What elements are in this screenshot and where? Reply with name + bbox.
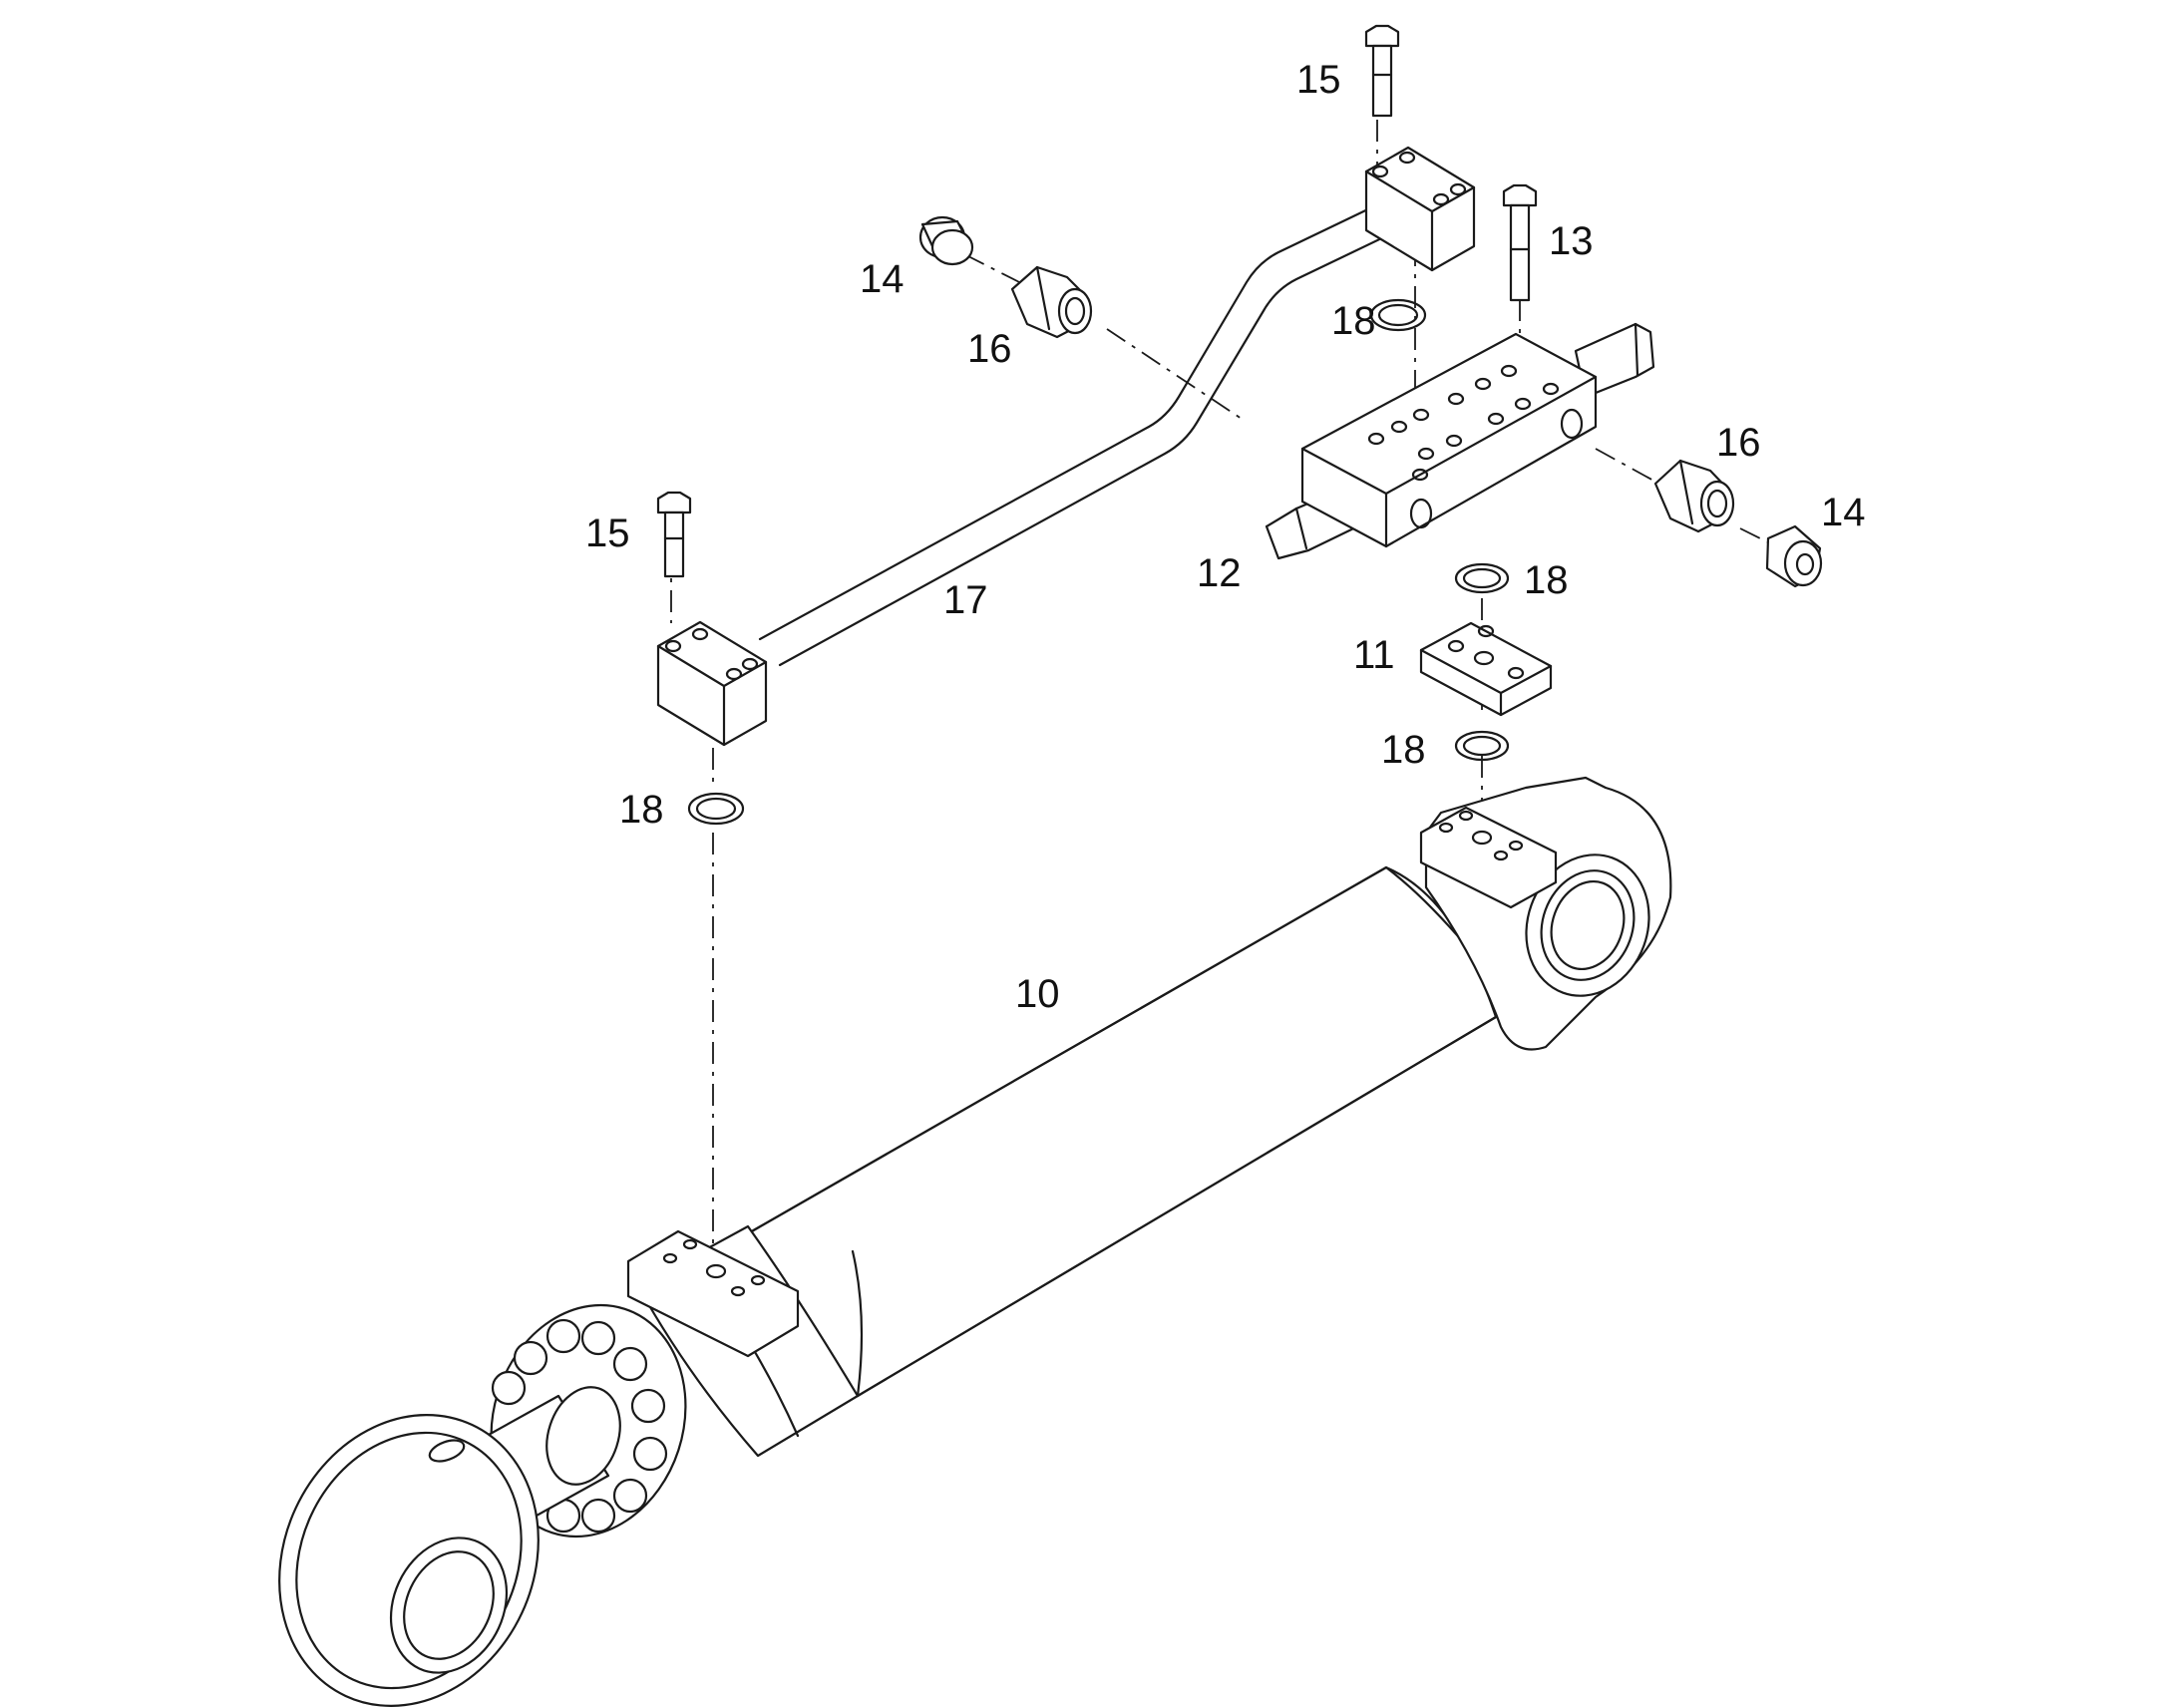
callout-15-upper: 15 xyxy=(1296,58,1341,102)
bolt-long xyxy=(1502,183,1538,302)
upper-flange-block xyxy=(1364,146,1476,272)
valve-block xyxy=(1265,322,1655,560)
bolt-lower xyxy=(656,491,692,578)
o-ring-lower xyxy=(687,792,745,826)
callout-16-left: 16 xyxy=(967,327,1012,371)
callout-13: 13 xyxy=(1549,219,1594,263)
o-ring-plate-bottom xyxy=(1454,730,1510,762)
bolt-upper xyxy=(1364,24,1400,118)
callout-16-right: 16 xyxy=(1716,421,1761,465)
callout-17: 17 xyxy=(943,578,988,622)
callout-11: 11 xyxy=(1353,633,1395,677)
plug-right xyxy=(1765,524,1823,588)
tube-assembly xyxy=(656,146,1476,747)
fitting-left xyxy=(1010,265,1093,339)
o-ring-block-bottom xyxy=(1454,562,1510,594)
callout-14-left: 14 xyxy=(860,257,905,301)
callout-labels: 15 13 14 16 18 16 14 12 18 15 17 11 18 1… xyxy=(585,58,1866,1016)
fitting-right xyxy=(1653,459,1735,533)
callout-18-upper: 18 xyxy=(1331,299,1376,343)
adapter-plate xyxy=(1419,621,1553,717)
hydraulic-cylinder xyxy=(278,776,1672,1707)
plug-left xyxy=(918,215,974,266)
callout-18-plate: 18 xyxy=(1381,728,1426,772)
callout-15-lower: 15 xyxy=(585,512,630,555)
lower-flange-block xyxy=(656,620,768,747)
o-ring-upper xyxy=(1369,298,1427,332)
callout-12: 12 xyxy=(1197,551,1242,595)
callout-14-right: 14 xyxy=(1821,491,1866,534)
callout-18-block: 18 xyxy=(1524,558,1569,602)
callout-10: 10 xyxy=(1015,972,1060,1016)
flange-bolts xyxy=(491,1318,668,1534)
callout-18-lower: 18 xyxy=(619,788,664,832)
